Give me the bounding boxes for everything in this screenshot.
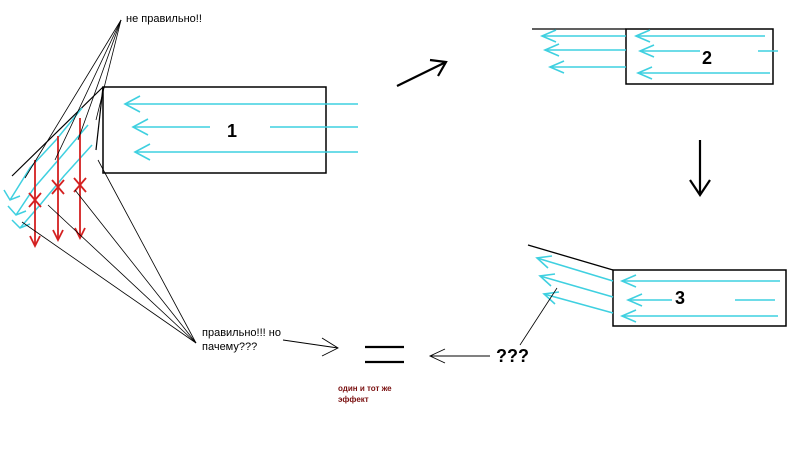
box-2-number: 2 <box>702 48 712 68</box>
arrow-1-to-2 <box>396 58 448 87</box>
wrong-pointer-lines <box>24 19 122 179</box>
question-pointer <box>519 287 558 346</box>
right-label-line1: правильно!!! но <box>202 327 281 339</box>
box-1-cyan-rays <box>123 95 358 161</box>
box-3-number: 3 <box>675 288 685 308</box>
right-label-line2: пачему??? <box>202 341 258 353</box>
box-1-group: 1 <box>102 86 358 174</box>
arrow-question-to-equals <box>428 348 490 364</box>
box-3 <box>612 269 787 327</box>
question-label: ??? <box>496 346 529 366</box>
box-1-number: 1 <box>227 121 237 141</box>
equals-sign <box>365 345 404 364</box>
same-effect-line2: эффект <box>338 395 369 404</box>
box-2 <box>625 28 774 85</box>
right-pointer-lines <box>21 159 197 344</box>
wrong-label: не правильно!! <box>126 13 202 25</box>
box-3-surface <box>527 244 614 271</box>
box-3-group: 3 <box>527 244 787 327</box>
arrow-right-to-equals <box>282 337 339 357</box>
arrow-2-to-3 <box>689 140 711 197</box>
box-1 <box>102 86 327 174</box>
box-2-cyan-rays <box>539 29 778 80</box>
same-effect-line1: один и тот же <box>338 384 392 393</box>
box-3-cyan-rays <box>535 255 780 323</box>
box-2-group: 2 <box>532 28 778 85</box>
left-cyan-rays <box>3 107 93 229</box>
